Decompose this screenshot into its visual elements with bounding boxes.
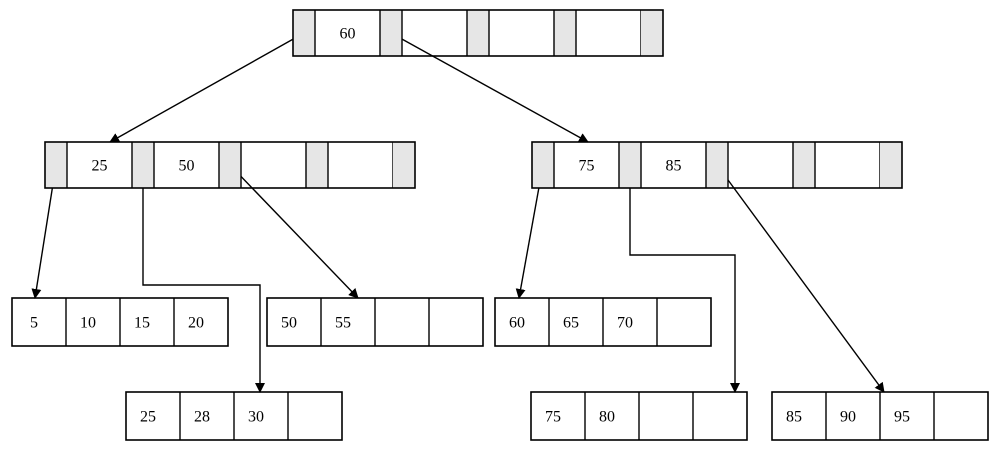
node-leaf-6: 85 90 95 bbox=[771, 391, 989, 441]
node-root: 60 bbox=[292, 9, 664, 57]
key-cell: 20 bbox=[188, 315, 204, 332]
edge-root-to-left-internal bbox=[109, 32, 305, 143]
node-left-internal: 25 50 bbox=[44, 141, 416, 189]
node-leaf-3: 50 55 bbox=[266, 297, 484, 347]
key-cell: 70 bbox=[617, 315, 633, 332]
key-cell: 65 bbox=[563, 315, 579, 332]
key-cell: 75 bbox=[545, 409, 561, 426]
node-border bbox=[531, 141, 903, 189]
key-cell: 15 bbox=[134, 315, 150, 332]
nodes-layer: 60 25 50 75 85 5 10 15 20 25 28 30 50 55 60 65 70 75 80 85 9… bbox=[11, 9, 989, 441]
node-leaf-2: 25 28 30 bbox=[125, 391, 343, 441]
pointer-slot bbox=[793, 142, 815, 188]
key-cell: 50 bbox=[281, 315, 297, 332]
pointer-slot bbox=[45, 142, 67, 188]
key-cell: 10 bbox=[80, 315, 96, 332]
key-cell: 80 bbox=[599, 409, 615, 426]
pointer-slot bbox=[306, 142, 328, 188]
key-cell: 5 bbox=[30, 315, 38, 332]
edge-left-internal-to-leaf-2 bbox=[142, 165, 265, 393]
pointer-slot bbox=[467, 10, 489, 56]
pointer-slot bbox=[293, 10, 315, 56]
pointer-slot bbox=[380, 10, 402, 56]
node-border bbox=[530, 391, 748, 441]
node-border bbox=[771, 391, 989, 441]
key-cell: 75 bbox=[579, 158, 595, 175]
key-cell: 60 bbox=[509, 315, 525, 332]
node-leaf-4: 60 65 70 bbox=[494, 297, 712, 347]
node-border bbox=[266, 297, 484, 347]
node-border bbox=[11, 297, 229, 347]
key-cell: 90 bbox=[840, 409, 856, 426]
key-cell: 95 bbox=[894, 409, 910, 426]
pointer-slot bbox=[532, 142, 554, 188]
node-right-internal: 75 85 bbox=[531, 141, 903, 189]
node-leaf-5: 75 80 bbox=[530, 391, 748, 441]
pointer-slot bbox=[219, 142, 241, 188]
key-cell: 85 bbox=[786, 409, 802, 426]
edge-right-internal-to-leaf-6 bbox=[716, 164, 885, 393]
key-cell: 55 bbox=[335, 315, 351, 332]
pointer-slot bbox=[641, 10, 663, 56]
pointer-slot bbox=[132, 142, 154, 188]
pointer-slot bbox=[880, 142, 902, 188]
key-cell: 25 bbox=[140, 409, 156, 426]
pointer-slot bbox=[393, 142, 415, 188]
key-cell: 50 bbox=[179, 158, 195, 175]
key-cell: 25 bbox=[92, 158, 108, 175]
edges-layer bbox=[31, 32, 885, 393]
node-leaf-1: 5 10 15 20 bbox=[11, 297, 229, 347]
edge-root-to-right-internal bbox=[390, 32, 589, 143]
pointer-slot bbox=[619, 142, 641, 188]
pointer-slot bbox=[706, 142, 728, 188]
pointer-slot bbox=[554, 10, 576, 56]
edge-left-internal-to-leaf-3 bbox=[229, 164, 359, 299]
key-cell: 60 bbox=[340, 26, 356, 43]
key-cell: 30 bbox=[248, 409, 264, 426]
edge-right-internal-to-leaf-5 bbox=[629, 165, 740, 393]
node-border bbox=[292, 9, 664, 57]
key-cell: 28 bbox=[194, 409, 210, 426]
node-border bbox=[125, 391, 343, 441]
node-border bbox=[44, 141, 416, 189]
key-cell: 85 bbox=[666, 158, 682, 175]
node-border bbox=[494, 297, 712, 347]
